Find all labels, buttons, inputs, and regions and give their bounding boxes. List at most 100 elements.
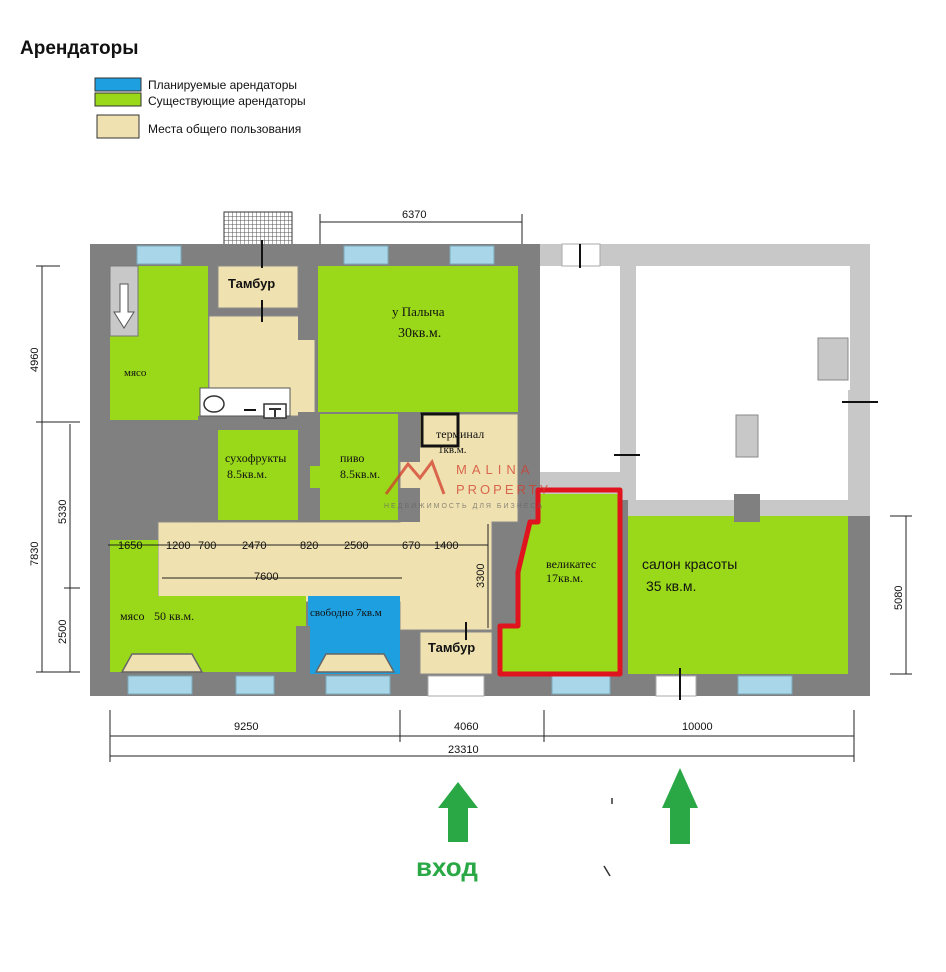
dim-3300: 3300 [475, 564, 487, 588]
stray-mark [603, 865, 611, 877]
legend: Планируемые арендаторы Существующие арен… [94, 77, 306, 139]
dim-2470: 2470 [242, 540, 266, 552]
window [136, 245, 182, 265]
wall-segment [156, 420, 200, 430]
page-title: Арендаторы [20, 38, 139, 59]
dim-6370: 6370 [402, 209, 426, 221]
pillar [398, 412, 420, 462]
room-u-palycha [318, 266, 518, 412]
window [343, 245, 389, 265]
pillar [398, 488, 420, 522]
svobodno-label: свободно 7кв.м [310, 607, 382, 619]
terminal-label: терминал [436, 427, 484, 441]
logo-mark-icon [384, 458, 446, 495]
window [551, 675, 611, 695]
watermark-tagline: НЕДВИЖИМОСТЬ ДЛЯ БИЗНЕСА [384, 503, 544, 510]
door-opening [655, 675, 697, 697]
u-palycha-label: у Палыча [392, 304, 445, 319]
room-salon [628, 516, 848, 674]
dim-9250: 9250 [234, 721, 258, 733]
wall-segment [110, 420, 134, 430]
u-palycha-area: 30кв.м. [398, 326, 441, 341]
window-bay [314, 653, 396, 673]
window-bay [120, 653, 204, 673]
entrance-arrow-icon [662, 768, 698, 844]
myaso-label: мясо [124, 367, 147, 379]
entrance-arrow-icon [438, 782, 478, 842]
tambur-bottom-label: Тамбур [428, 640, 475, 655]
legend-label-existing: Существующие арендаторы [148, 94, 306, 108]
pillar [198, 488, 218, 522]
delicatessen-area: 17кв.м. [546, 571, 583, 585]
room-delicatessen [502, 494, 618, 672]
tambur-top-room [217, 265, 299, 309]
salon-label: салон красоты [642, 556, 737, 572]
annex-room-right [636, 266, 850, 500]
watermark-name-1: MALINA [456, 462, 534, 477]
pillar [298, 310, 318, 340]
tap-icon [269, 408, 281, 417]
legend-swatch-existing [94, 92, 142, 107]
terminal-area: 1кв.м. [438, 444, 467, 456]
tambur-top-label: Тамбур [228, 276, 275, 291]
pillar [296, 626, 310, 674]
room-myaso-50 [110, 540, 306, 672]
dim-5330: 5330 [57, 500, 69, 524]
annex-room-left [540, 266, 620, 472]
room-sukhofrukty [218, 430, 298, 520]
sukhofrukty-area: 8.5кв.м. [227, 467, 267, 481]
wall-segment [618, 500, 628, 680]
interior-dimensions [108, 524, 489, 628]
pivo-label: пиво [340, 451, 364, 465]
highlighted-unit-outline [497, 487, 623, 677]
dim-1200: 1200 [166, 540, 190, 552]
watermark-logo: MALINA PROPERTY НЕДВИЖИМОСТЬ ДЛЯ БИЗНЕСА [384, 458, 551, 510]
legend-swatch-planned [94, 77, 142, 92]
dim-10000: 10000 [682, 721, 713, 733]
window [449, 245, 495, 265]
legend-swatch-common [96, 114, 140, 139]
watermark-name-2: PROPERTY [456, 482, 551, 497]
ventilation-grate [223, 211, 293, 247]
tambur-bottom-room [419, 631, 493, 675]
window [737, 675, 793, 695]
pivo-area: 8.5кв.м. [340, 467, 380, 481]
dim-7600: 7600 [254, 571, 278, 583]
room-pivo [310, 414, 398, 520]
dim-670: 670 [402, 540, 420, 552]
dim-23310: 23310 [448, 744, 479, 756]
sukhofrukty-label: сухофрукты [225, 451, 286, 465]
legend-label-planned: Планируемые арендаторы [148, 78, 297, 92]
toilet-icon [203, 395, 225, 413]
salon-area: 35 кв.м. [646, 578, 696, 594]
dim-2500: 2500 [344, 540, 368, 552]
stairs-arrow-icon [113, 283, 135, 329]
dim-1400: 1400 [434, 540, 458, 552]
window [235, 675, 275, 695]
dim-820: 820 [300, 540, 318, 552]
pillar [198, 416, 218, 466]
dim-5080: 5080 [893, 586, 905, 610]
dim-4960: 4960 [29, 348, 41, 372]
annex-column-center [735, 414, 759, 458]
dim-700: 700 [198, 540, 216, 552]
annex-wall-right [848, 390, 870, 500]
pillar [734, 494, 760, 522]
terminal-box [420, 412, 460, 448]
annex-column [817, 337, 849, 381]
myaso50-label: мясо [120, 609, 144, 623]
dim-7830: 7830 [29, 542, 41, 566]
pillar [298, 412, 320, 466]
pillar [298, 488, 320, 522]
myaso50-area: 50 кв.м. [154, 609, 194, 623]
legend-label-common: Места общего пользования [148, 122, 301, 136]
wall-segment [518, 266, 540, 496]
dim-4060: 4060 [454, 721, 478, 733]
door-opening [427, 675, 485, 697]
delicatessen-label: великатес [546, 557, 596, 571]
entrance-label: вход [416, 852, 478, 882]
window [127, 675, 193, 695]
dim-2500-left: 2500 [57, 620, 69, 644]
dim-1650: 1650 [118, 540, 142, 552]
